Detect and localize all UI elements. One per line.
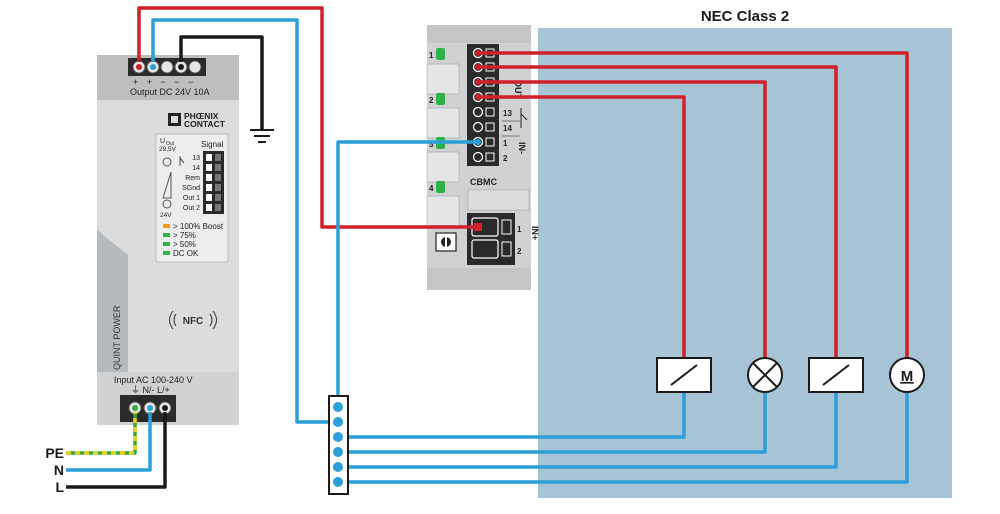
input-terminal-labels: ⏚ N/- L/+ — [131, 385, 170, 395]
class2-zone-title: NEC Class 2 — [701, 8, 789, 25]
signal-pin-labels: 13 14 Rem SGnd Out 1 Out 2 — [182, 155, 200, 212]
wire-psu-positive — [137, 6, 478, 229]
cbmc-relay-pin-14: 14 — [503, 124, 512, 133]
wire-psu-negative — [151, 18, 338, 424]
voltage-range-icon — [162, 171, 172, 199]
cbmc-lower-terminal-block — [467, 213, 515, 265]
svg-text:> 75%: > 75% — [173, 231, 196, 240]
signal-pin-out1: Out 1 — [183, 195, 200, 202]
svg-text:CONTACT: CONTACT — [184, 119, 226, 129]
wire-ground — [179, 35, 264, 130]
svg-text:4: 4 — [429, 184, 434, 193]
channel-led-1 — [436, 48, 445, 60]
svg-text:> 100% Boost: > 100% Boost — [173, 222, 224, 231]
svg-text:NFC: NFC — [183, 316, 204, 327]
class2-zone — [538, 28, 952, 498]
led-boost — [163, 224, 170, 228]
mains-label-pe: PE — [45, 445, 64, 461]
quint-power-label: QUINT POWER — [112, 305, 122, 370]
cbmc-upper-terminal-block — [467, 44, 499, 166]
signal-pin-rem: Rem — [185, 175, 200, 182]
phoenix-contact-logo: PHŒNIX CONTACT — [168, 111, 226, 129]
uout-min-potentiometer-icon — [162, 199, 172, 209]
channel-led-4 — [436, 181, 445, 193]
cbmc-module: 1 2 3 4 OUT 13 — [426, 25, 540, 290]
uout-potentiometer-icon[interactable] — [162, 157, 172, 167]
uout-sub: Out — [166, 141, 175, 147]
relay-contact-icon — [520, 108, 528, 128]
cbmc-model-label: CBMC — [470, 177, 497, 187]
output-terminal-screws — [132, 60, 202, 74]
wire-return-1 — [338, 392, 686, 439]
led-50 — [163, 242, 170, 246]
signal-pin-14: 14 — [192, 165, 200, 172]
wire-out-2 — [478, 65, 838, 358]
input-label: Input AC 100-240 V — [114, 375, 193, 385]
wire-out-4 — [478, 95, 686, 358]
channel-2[interactable]: 2 — [426, 93, 460, 139]
led-75 — [163, 233, 170, 237]
load-relay-coil-1 — [656, 357, 712, 393]
terminal-wire-ends — [132, 50, 482, 411]
load-relay-coil-2 — [808, 357, 864, 393]
nfc-icon: NFC — [169, 310, 217, 330]
led-dc-ok — [163, 251, 170, 255]
ground-icon — [250, 129, 274, 143]
cbmc-in-plus-pin-1: 1 — [517, 225, 522, 234]
wire-l — [66, 412, 167, 489]
wiring — [66, 6, 909, 489]
screwdriver-icon — [435, 232, 457, 252]
led-legend: > 100% Boost > 75% > 50% DC OK — [163, 222, 224, 258]
cbmc-in-minus-label: IN- — [517, 142, 527, 154]
wire-pe-stripe — [66, 412, 137, 455]
mains-label-l: L — [55, 479, 64, 495]
distribution-terminal-bar — [328, 395, 349, 495]
channel-4[interactable]: 4 — [426, 181, 460, 227]
load-motor-icon: M — [889, 357, 925, 393]
wire-cbmc-in-minus — [336, 140, 478, 410]
wire-out-3 — [478, 80, 767, 358]
svg-text:PHŒNIX: PHŒNIX — [184, 111, 219, 121]
cbmc-in-minus-pin-1: 1 — [503, 139, 508, 148]
uout-min: 24V — [160, 212, 172, 219]
wire-return-4 — [338, 392, 909, 484]
signal-pin-sgnd: SGnd — [182, 185, 200, 192]
channel-led-2 — [436, 93, 445, 105]
uout-label: U — [160, 138, 165, 145]
signal-pin-out2: Out 2 — [183, 205, 200, 212]
cbmc-relay-pin-13: 13 — [503, 109, 512, 118]
wire-out-1 — [478, 51, 909, 358]
channel-1[interactable]: 1 — [426, 48, 460, 95]
wire-n — [66, 412, 152, 472]
relay-contact-icon — [179, 156, 185, 166]
load-lamp-icon — [747, 357, 783, 393]
signal-pin-13: 13 — [192, 155, 200, 162]
signal-connector-slots — [206, 154, 221, 211]
cbmc-in-plus-label: IN+ — [530, 226, 540, 240]
mains-labels: PE N L — [45, 445, 64, 495]
output-label: Output DC 24V 10A — [130, 87, 210, 97]
cbmc-in-minus-pin-2: 2 — [503, 154, 508, 163]
cbmc-in-plus-pin-2: 2 — [517, 247, 522, 256]
output-terminal-signs: + + − − − — [133, 77, 196, 87]
signal-label: Signal — [201, 140, 223, 149]
svg-text:DC OK: DC OK — [173, 249, 199, 258]
cbmc-out-label: OUT — [513, 80, 523, 100]
uout-max: 29,5V — [159, 146, 177, 153]
svg-text:2: 2 — [429, 96, 434, 105]
power-supply: + + − − − Output DC 24V 10A PHŒNIX CONTA… — [97, 55, 239, 425]
mains-label-n: N — [54, 462, 64, 478]
motor-label: M — [901, 368, 914, 385]
svg-text:1: 1 — [429, 51, 434, 60]
svg-text:> 50%: > 50% — [173, 240, 196, 249]
wire-return-2 — [338, 393, 767, 454]
svg-text:3: 3 — [429, 140, 434, 149]
wire-return-3 — [338, 392, 838, 469]
